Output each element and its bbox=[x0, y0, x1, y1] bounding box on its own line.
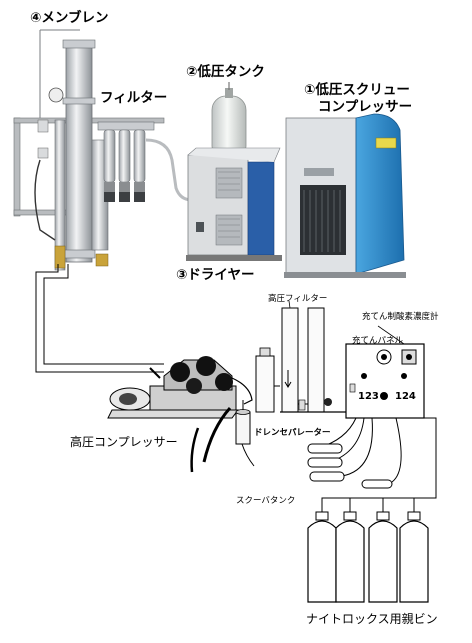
fill-valve-icon bbox=[380, 392, 388, 400]
nitrox-bottle bbox=[399, 511, 429, 603]
panel-gauge-left-value: 123 bbox=[358, 391, 379, 402]
high-pressure-compressor bbox=[107, 356, 239, 419]
pressure-gauge-icon bbox=[48, 87, 64, 103]
low-pressure-screw-compressor bbox=[284, 113, 406, 278]
air-hose bbox=[145, 138, 193, 202]
scuba-tank-label: スクーバタンク bbox=[236, 496, 296, 506]
scuba-tank bbox=[307, 457, 343, 468]
scuba-tanks bbox=[307, 443, 393, 489]
nitrox-bottles-label: ナイトロックス用親ビン bbox=[306, 612, 438, 626]
nitrox-bottle bbox=[335, 511, 365, 603]
filter-label: フィルター bbox=[100, 90, 168, 106]
fill-hoses bbox=[317, 417, 402, 483]
membrane-cylinder bbox=[65, 41, 93, 263]
scuba-tank bbox=[361, 479, 393, 489]
o2-meter-label: 充てん制酸素濃度計 bbox=[362, 312, 439, 322]
filter-cartridge bbox=[133, 129, 146, 183]
nitrox-bottle bbox=[368, 511, 398, 603]
hp-hose bbox=[231, 377, 253, 405]
membrane-rack-frame bbox=[13, 117, 21, 217]
dryer-label: ③ドライヤー bbox=[176, 267, 255, 283]
low-screw-label-line2: コンプレッサー bbox=[318, 99, 413, 115]
fill-panel bbox=[345, 343, 425, 419]
panel-gauge-right-value: 124 bbox=[395, 391, 416, 402]
low-pressure-tank-label: ②低圧タンク bbox=[186, 64, 265, 80]
drain-separator-label: ドレンセパレーター bbox=[254, 428, 331, 438]
feed-pipe bbox=[35, 264, 164, 373]
nitrox-bottle bbox=[307, 511, 337, 603]
scuba-tank bbox=[309, 471, 345, 482]
scuba-tank bbox=[307, 443, 343, 454]
dryer-unit bbox=[186, 147, 282, 261]
compressor-cylinder-icon bbox=[170, 362, 190, 382]
hp-filter-label: 高圧フィルター bbox=[268, 294, 328, 304]
low-screw-label-line1: ①低圧スクリュー bbox=[304, 82, 410, 98]
membrane-unit bbox=[13, 29, 165, 271]
filter-cartridge bbox=[118, 129, 131, 183]
hp-compressor-label: 高圧コンプレッサー bbox=[70, 435, 178, 449]
membrane-label: ④メンブレン bbox=[30, 10, 109, 26]
fill-panel-label: 充てんパネル bbox=[352, 336, 404, 346]
nitrox-bottles bbox=[307, 511, 429, 603]
high-pressure-filter bbox=[280, 307, 346, 413]
filter-cartridge bbox=[103, 129, 116, 183]
filter-unit bbox=[97, 121, 193, 202]
separator-column bbox=[255, 347, 280, 413]
bottle-manifold bbox=[321, 417, 437, 512]
drain-separator bbox=[235, 400, 255, 467]
